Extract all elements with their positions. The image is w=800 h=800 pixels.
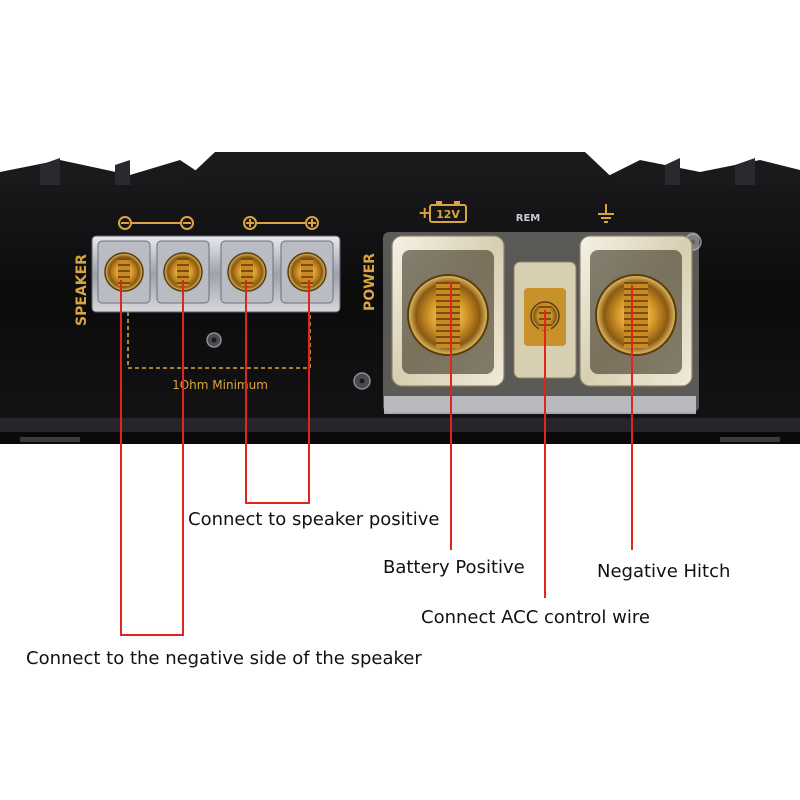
svg-text:+: + [418, 203, 431, 222]
speaker-label: SPEAKER [74, 254, 90, 326]
battery-voltage: 12V [436, 208, 460, 221]
speaker-terminal-block [91, 235, 341, 313]
callout-speaker-negative: Connect to the negative side of the spea… [26, 648, 422, 669]
power-terminal-block [383, 232, 699, 414]
battery-positive-terminal[interactable] [391, 235, 505, 387]
callout-battery-positive: Battery Positive [383, 557, 525, 578]
callout-speaker-positive: Connect to speaker positive [188, 509, 440, 530]
power-label: POWER [362, 253, 378, 311]
speaker-negative-terminal-2[interactable] [156, 240, 210, 304]
callout-lines [120, 280, 633, 636]
callout-negative-hitch: Negative Hitch [597, 561, 731, 582]
battery-icon: + 12V [418, 201, 467, 223]
ground-icon [598, 204, 614, 223]
power-section: POWER + 12V REM [353, 201, 702, 414]
ground-terminal[interactable] [579, 235, 693, 387]
callout-acc-control: Connect ACC control wire [421, 607, 650, 628]
impedance-note: 1Ohm Minimum [172, 378, 268, 392]
speaker-section: SPEAKER 1Ohm Minimum [74, 216, 341, 392]
positive-polarity-symbol [243, 216, 319, 230]
callout-line-speaker-positive [245, 280, 310, 504]
speaker-positive-terminal-2[interactable] [280, 240, 334, 304]
speaker-positive-terminal-1[interactable] [220, 240, 274, 304]
speaker-negative-terminal-1[interactable] [97, 240, 151, 304]
callout-line-speaker-negative [120, 280, 184, 636]
remote-label: REM [516, 213, 541, 224]
negative-polarity-symbol [118, 216, 194, 230]
